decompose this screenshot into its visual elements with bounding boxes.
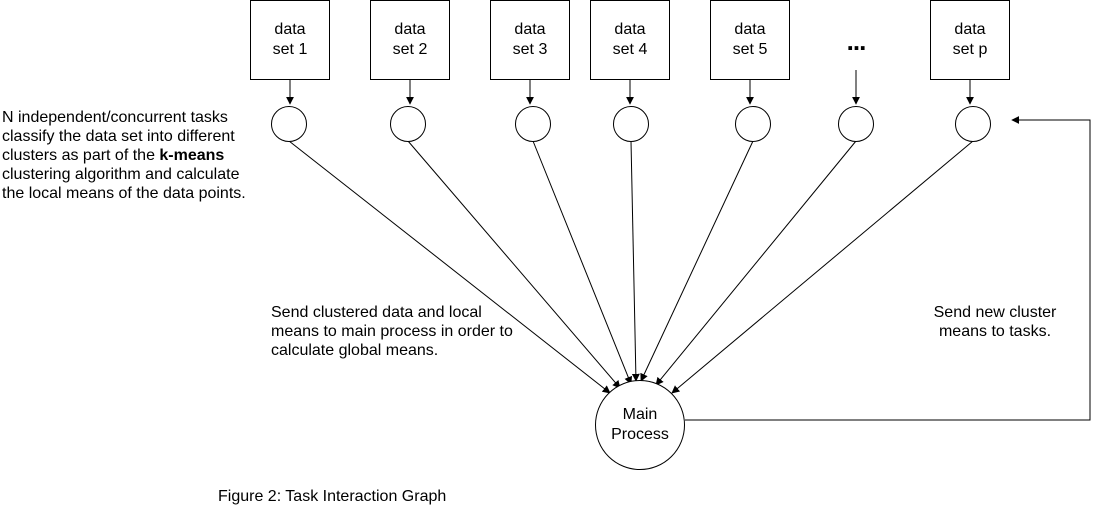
main-process-node: Main Process xyxy=(595,380,685,470)
task-node-2 xyxy=(390,106,426,142)
figure-caption: Figure 2: Task Interaction Graph xyxy=(218,488,447,505)
send-clustered-note: Send clustered data and local means to m… xyxy=(271,304,513,359)
dataset-box-p: data set p xyxy=(930,0,1010,80)
send-new-means-note: Send new cluster means to tasks. xyxy=(933,304,1057,340)
task-p-to-main-arrow xyxy=(671,140,974,394)
kmeans-label: k-means xyxy=(159,147,225,164)
ellipsis-label: ... xyxy=(846,26,867,56)
task-node-4 xyxy=(613,106,649,142)
task-6-to-main-arrow xyxy=(655,140,857,386)
task-5-to-main-arrow xyxy=(640,140,754,382)
dataset-box-2: data set 2 xyxy=(370,0,450,80)
task-node-6 xyxy=(838,106,874,142)
dataset-box-1: data set 1 xyxy=(250,0,330,80)
task-node-p xyxy=(955,106,991,142)
task-2-to-main-arrow xyxy=(407,140,621,389)
dataset-box-3: data set 3 xyxy=(490,0,570,80)
dataset-box-5: data set 5 xyxy=(710,0,790,80)
task-node-3 xyxy=(515,106,551,142)
feedback-arrow xyxy=(685,116,1091,421)
task-node-1 xyxy=(271,106,307,142)
task-node-5 xyxy=(735,106,771,142)
task-3-to-main-arrow xyxy=(532,140,633,385)
dataset-box-4: data set 4 xyxy=(590,0,670,80)
tasks-description-text-start: N independent/concurrent tasks classify … xyxy=(2,109,235,164)
task-1-to-main-arrow xyxy=(288,140,611,394)
task-4-to-main-arrow xyxy=(630,140,640,382)
tasks-description: N independent/concurrent tasks classify … xyxy=(2,108,252,203)
tasks-description-text-end: clustering algorithm and calculate the l… xyxy=(2,166,246,202)
